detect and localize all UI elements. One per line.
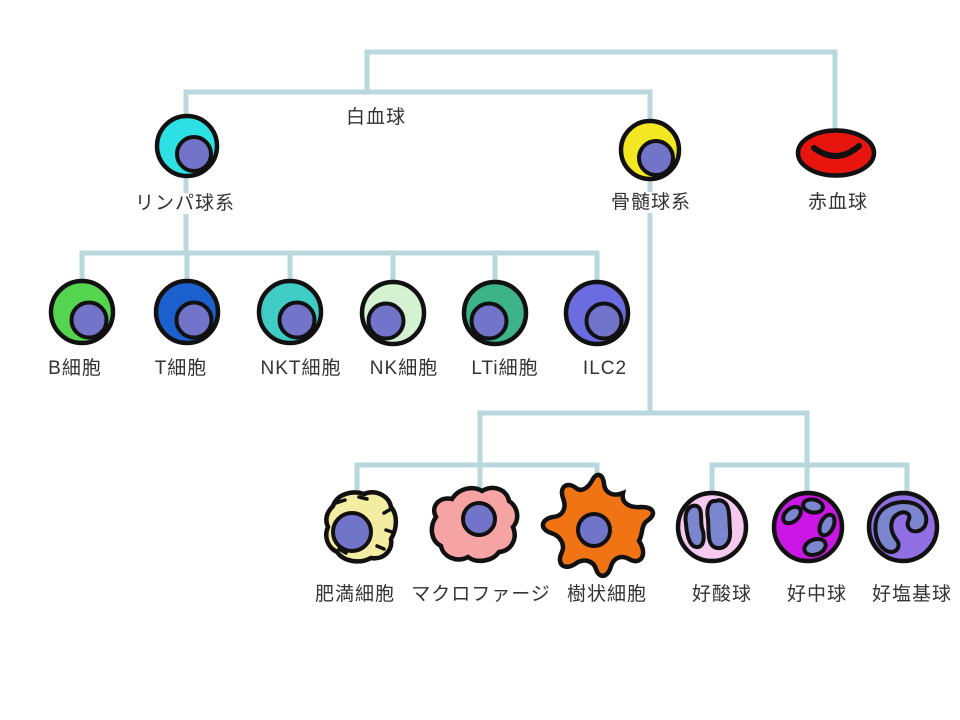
label-lymphoid: リンパ球系 (131, 193, 239, 214)
lti-cell (461, 279, 529, 347)
connector-myeloid-split (477, 410, 810, 493)
erythrocyte-cell (795, 128, 877, 178)
label-macrophage: マクロファージ (408, 584, 554, 605)
lymphoid-progenitor-cell (154, 113, 220, 179)
nkt-cell (256, 278, 324, 346)
label-basophil: 好塩基球 (868, 584, 956, 605)
b-cell-nucleus (69, 300, 109, 340)
erythrocyte-dimple (811, 143, 862, 159)
eosinophil-cell (675, 490, 749, 564)
t-cell (153, 278, 221, 346)
t-cell-nucleus (174, 300, 214, 340)
connector-group (79, 49, 910, 494)
mast-cell (324, 490, 399, 564)
neutrophil-cell (771, 490, 845, 564)
label-neutrophil: 好中球 (783, 584, 851, 605)
dendritic-nucleus (576, 512, 612, 548)
connector-root (364, 49, 838, 131)
label-b-cell: B細胞 (45, 358, 105, 379)
label-t-cell: T細胞 (151, 358, 211, 379)
b-cell (48, 278, 116, 346)
label-nkt-cell: NKT細胞 (257, 358, 345, 379)
label-lti-cell: LTi細胞 (468, 358, 542, 379)
connector-right-rail (709, 462, 910, 494)
myeloid-cell-nucleus (637, 139, 675, 177)
myeloid-progenitor-cell (618, 118, 682, 182)
connector-leukocyte-split (183, 89, 653, 123)
basophil-nucleus (873, 500, 929, 555)
macrophage-nucleus (461, 501, 497, 537)
connector-lymphoid-rail (79, 250, 600, 283)
nkt-cell-nucleus (277, 300, 317, 340)
label-eosinophil: 好酸球 (688, 584, 756, 605)
nk-cell (359, 279, 427, 347)
neutrophil-nucleus-lobes (781, 497, 837, 557)
dendritic-cell (540, 472, 656, 578)
ilc2-cell (563, 279, 631, 347)
mast-cell-nucleus (331, 511, 373, 553)
eosinophil-nucleus-left-lobe (683, 503, 706, 549)
mast-cell-granules (334, 495, 394, 555)
macrophage-cell (429, 485, 520, 564)
label-ilc2: ILC2 (579, 358, 631, 379)
label-nk-cell: NK細胞 (366, 358, 442, 379)
nk-cell-nucleus (366, 301, 406, 341)
label-erythrocyte: 赤血球 (804, 192, 872, 213)
basophil-cell (866, 490, 940, 564)
label-mast-cell: 肥満細胞 (311, 584, 399, 605)
lymphoid-cell-nucleus (175, 135, 213, 173)
label-dendritic-cell: 樹状細胞 (563, 584, 651, 605)
ilc2-cell-nucleus (584, 301, 624, 341)
label-myeloid: 骨髄球系 (607, 192, 695, 213)
lti-cell-nucleus (469, 301, 509, 341)
eosinophil-nucleus-right-lobe (705, 498, 733, 551)
label-leukocyte: 白血球 (342, 107, 410, 128)
